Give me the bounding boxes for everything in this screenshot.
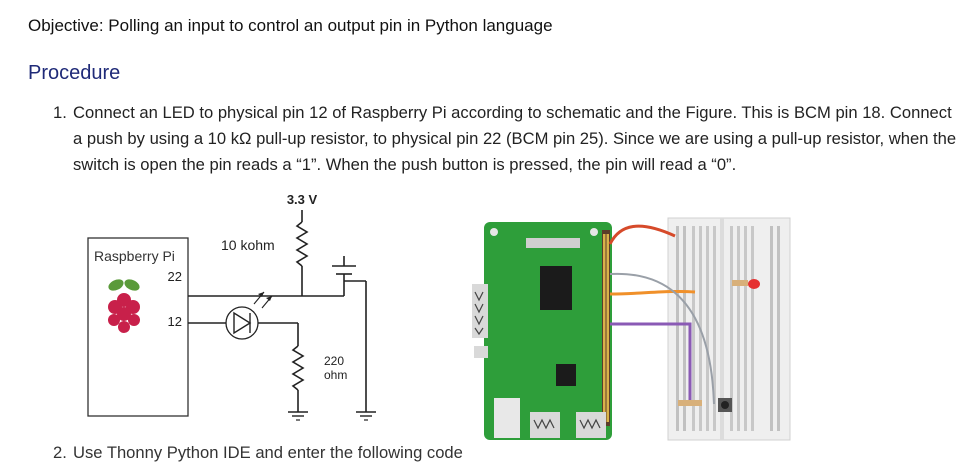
step-number: 1. [53,103,67,122]
led-symbol [225,291,273,340]
wire-purple [610,322,692,404]
wire-orange [609,289,696,296]
ground-icon [288,411,308,421]
objective-text: Objective: Polling an input to control a… [28,16,553,35]
led-resistor [291,345,305,391]
wiring-illustration [472,217,791,441]
ground-icon [356,411,376,421]
raspberry-pi-label: Raspberry Pi [94,248,175,264]
pullup-resistor [295,221,309,267]
raspberry-pi-board [484,222,612,440]
led-resistor-unit: ohm [324,368,347,382]
procedure-heading: Procedure [28,62,121,84]
raspberry-pi-box [87,237,189,417]
wire-red [608,224,676,245]
led-resistor-value: 220 [324,354,344,368]
wire-gray [609,272,715,405]
pin-22-label: 22 [168,269,182,284]
pullup-resistor-label: 10 kohm [221,237,275,253]
raspberry-logo-icon [108,279,140,333]
procedure-step-2: 2. Use Thonny Python IDE and enter the fo… [53,443,463,463]
led-component [748,279,760,289]
procedure-step-1: 1. Connect an LED to physical pin 12 of … [53,100,958,178]
circuit-schematic: 3.3 V 10 kohm Raspberry Pi 22 12 [87,192,376,421]
supply-voltage-label: 3.3 V [287,192,318,207]
pin-12-label: 12 [168,314,182,329]
step-text: Use Thonny Python IDE and enter the foll… [73,443,463,462]
step-number: 2. [53,443,67,462]
push-button-symbol [332,256,356,296]
step-text: Connect an LED to physical pin 12 of Ras… [73,103,957,174]
